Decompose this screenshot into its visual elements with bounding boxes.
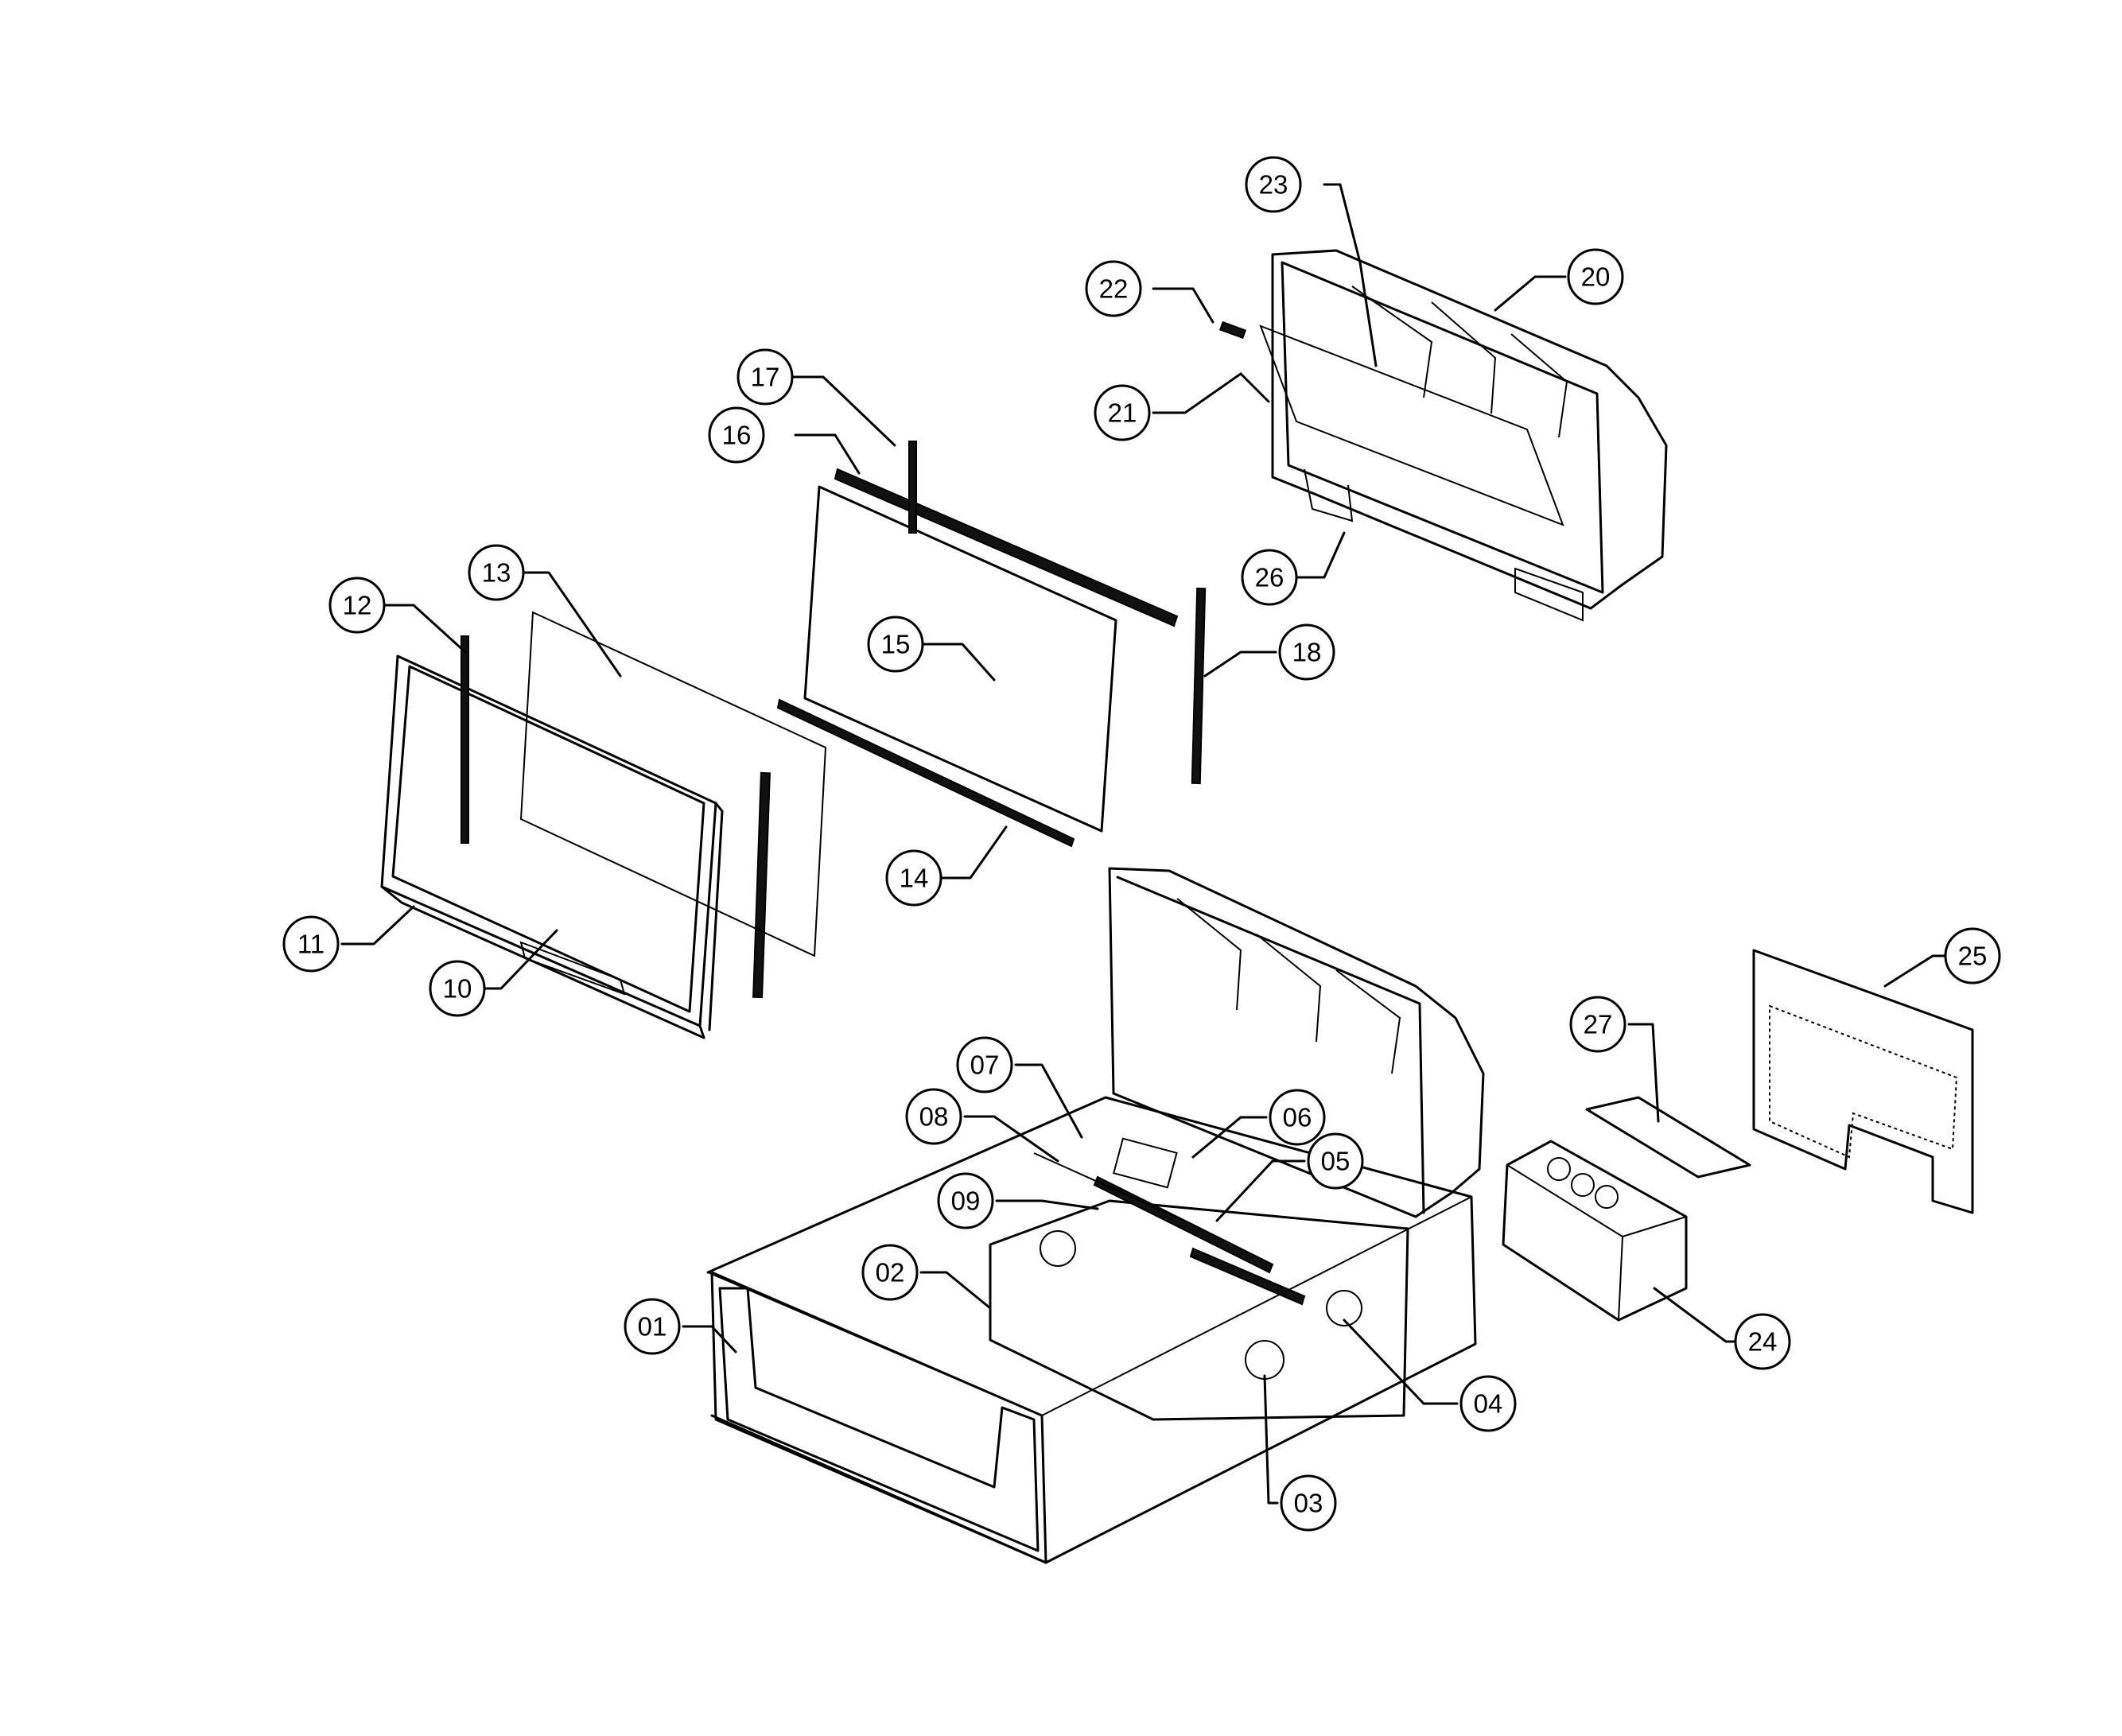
callout-10: 10 (429, 960, 486, 1017)
callout-12: 12 (328, 577, 386, 634)
svg-text:13: 13 (482, 558, 511, 588)
callout-21: 21 (1094, 384, 1151, 441)
svg-text:26: 26 (1255, 563, 1284, 592)
callout-17: 17 (736, 348, 794, 406)
svg-text:11: 11 (297, 930, 325, 959)
callout-02: 02 (861, 1244, 919, 1301)
svg-text:15: 15 (881, 630, 911, 659)
callout-20: 20 (1567, 248, 1624, 305)
callout-15: 15 (867, 616, 924, 673)
callout-09: 09 (937, 1172, 994, 1229)
callout-18: 18 (1278, 623, 1335, 681)
svg-text:20: 20 (1581, 262, 1611, 292)
svg-text:12: 12 (343, 591, 372, 620)
svg-text:21: 21 (1108, 398, 1137, 428)
part-side-bar (1191, 587, 1207, 785)
callout-26: 26 (1241, 549, 1298, 606)
callout-05: 05 (1307, 1132, 1364, 1190)
part-screen-sheet (519, 611, 827, 957)
callout-04: 04 (1459, 1375, 1517, 1432)
callout-07: 07 (956, 1036, 1013, 1093)
part-main-cabinet (706, 867, 1485, 1564)
callout-01: 01 (624, 1298, 681, 1355)
part-rear-cabinet (1218, 249, 1668, 622)
svg-text:23: 23 (1259, 170, 1288, 200)
callout-22: 22 (1085, 260, 1142, 317)
svg-text:08: 08 (919, 1102, 949, 1132)
svg-text:06: 06 (1283, 1103, 1312, 1132)
svg-text:17: 17 (751, 363, 780, 392)
svg-text:09: 09 (951, 1186, 981, 1216)
svg-text:03: 03 (1294, 1489, 1323, 1518)
svg-text:16: 16 (722, 421, 752, 450)
callout-11: 11 (282, 915, 340, 973)
callout-14: 14 (885, 849, 942, 907)
leader-lines (340, 183, 1974, 1505)
svg-text:02: 02 (876, 1258, 905, 1287)
callout-08: 08 (905, 1088, 962, 1145)
svg-text:25: 25 (1958, 942, 1988, 971)
callout-24: 24 (1734, 1313, 1791, 1370)
part-side-strips (461, 635, 771, 999)
svg-text:27: 27 (1584, 1010, 1613, 1039)
callout-06: 06 (1269, 1089, 1326, 1146)
callout-16: 16 (708, 406, 765, 464)
callout-25: 25 (1944, 927, 2001, 985)
svg-text:18: 18 (1292, 638, 1322, 667)
svg-text:04: 04 (1474, 1389, 1503, 1419)
svg-text:22: 22 (1099, 274, 1129, 304)
callout-03: 03 (1280, 1474, 1337, 1532)
svg-text:10: 10 (443, 974, 472, 1004)
part-plate (1585, 1096, 1751, 1179)
part-rear-grille (1752, 949, 1974, 1214)
callout-27: 27 (1569, 996, 1626, 1053)
svg-text:14: 14 (900, 864, 929, 893)
part-lens-panel (776, 441, 1179, 848)
svg-text:05: 05 (1321, 1147, 1351, 1176)
svg-text:01: 01 (638, 1312, 667, 1342)
callout-23: 23 (1245, 156, 1302, 213)
callout-13: 13 (468, 544, 525, 601)
part-light-engine (1502, 1140, 1688, 1322)
svg-text:24: 24 (1748, 1327, 1778, 1357)
svg-text:07: 07 (970, 1051, 1000, 1080)
part-front-bezel (380, 654, 724, 1039)
